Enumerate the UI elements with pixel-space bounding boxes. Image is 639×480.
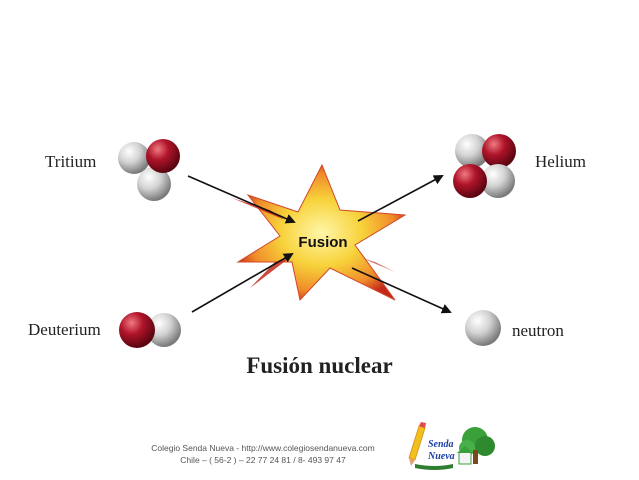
- arrow-deuterium-to-fusion: [191, 252, 294, 313]
- proton-particle: [453, 164, 487, 198]
- neutron-particle: [455, 134, 489, 168]
- proton-particle: [146, 139, 180, 173]
- proton-particle: [119, 312, 155, 348]
- streak-bottom-left: [250, 256, 292, 288]
- arrow-tritium-to-fusion: [187, 175, 296, 224]
- streak-top-left: [232, 198, 285, 220]
- neutron-label: neutron: [512, 321, 564, 340]
- house-icon: [457, 446, 473, 465]
- fusion-label: Fusion: [298, 234, 347, 251]
- footer-line-1: Colegio Senda Nueva - http://www.colegio…: [151, 443, 375, 453]
- school-logo: [408, 422, 495, 470]
- logo-text-line-1: Senda: [428, 439, 454, 450]
- helium-nucleus: [453, 134, 516, 198]
- neutron-particle: [481, 164, 515, 198]
- neutron-particle: [137, 167, 171, 201]
- pencil-icon: [408, 425, 426, 461]
- footer: Colegio Senda Nueva - http://www.colegio…: [118, 442, 408, 466]
- neutron-particle: [147, 313, 181, 347]
- proton-particle: [482, 134, 516, 168]
- deuterium-label: Deuterium: [28, 320, 101, 339]
- logo-text-line-2: Nueva: [428, 451, 455, 462]
- diagram-title: Fusión nuclear: [246, 353, 393, 378]
- book-icon: [415, 464, 453, 470]
- helium-label: Helium: [535, 152, 586, 171]
- free-neutron: [465, 310, 501, 346]
- neutron-particle: [118, 142, 150, 174]
- footer-line-2: Chile – ( 56-2 ) – 22 77 24 81 / 8- 493 …: [180, 455, 346, 465]
- arrow-fusion-to-helium: [357, 175, 444, 222]
- fusion-star: [236, 163, 407, 302]
- streak-right: [362, 258, 395, 272]
- deuterium-nucleus: [119, 312, 181, 348]
- tritium-label: Tritium: [45, 152, 97, 171]
- arrow-fusion-to-neutron: [351, 267, 452, 314]
- tritium-nucleus: [118, 139, 180, 201]
